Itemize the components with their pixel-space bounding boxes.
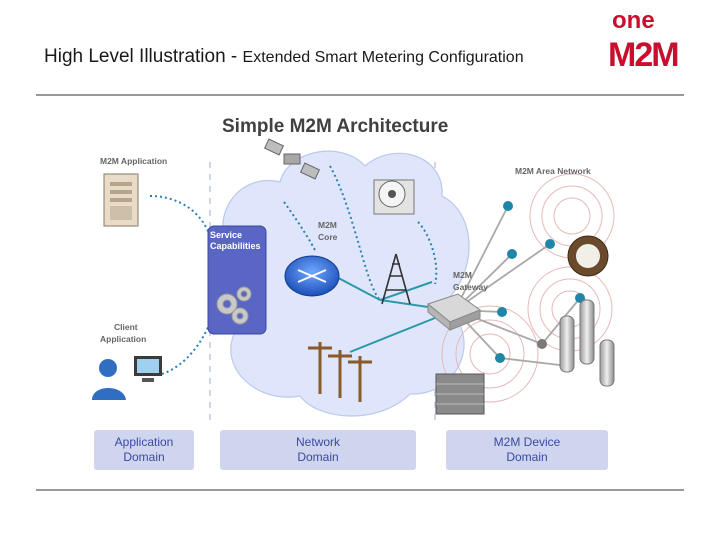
device-domain-box <box>446 430 608 470</box>
application-domain-line2: Domain <box>123 450 165 464</box>
network-domain-box <box>220 430 416 470</box>
logo-text-one: one <box>612 7 655 34</box>
label-area-network: M2M Area Network <box>515 166 591 176</box>
dotted-links <box>149 165 438 375</box>
utility-meter-icon <box>567 235 609 277</box>
label-core-line2: Core <box>318 232 338 242</box>
top-divider <box>36 94 684 96</box>
diagram-heading: Simple M2M Architecture <box>222 116 449 137</box>
satellite-dish-icon <box>373 179 415 215</box>
bottom-divider <box>36 489 684 491</box>
label-service-line2: Capabilities <box>210 241 261 251</box>
application-domain-label: Application Domain <box>94 435 194 465</box>
device-domain-line2: Domain <box>506 450 548 464</box>
label-m2m-application: M2M Application <box>100 156 168 166</box>
gas-cylinders-icon <box>559 299 615 387</box>
device-domain-label: M2M Device Domain <box>446 435 608 465</box>
label-client-line2: Application <box>100 334 147 344</box>
page-title: High Level Illustration - Extended Smart… <box>44 46 524 68</box>
label-gateway-line2: Gateway <box>453 282 488 292</box>
utility-poles-icon <box>308 342 372 402</box>
client-user-icon <box>92 356 162 400</box>
network-domain-label: Network Domain <box>220 435 416 465</box>
application-domain-box <box>94 430 194 470</box>
network-domain-line2: Domain <box>297 450 339 464</box>
network-domain-line1: Network <box>295 435 340 449</box>
storage-tank-icon <box>435 373 485 415</box>
label-gateway-line1: M2M <box>453 270 472 280</box>
cell-tower-icon <box>381 253 411 305</box>
application-server-icon <box>103 173 139 227</box>
title-part-main: High Level Illustration - <box>44 46 243 67</box>
architecture-diagram: Simple M2M Architecture M2M Application … <box>80 104 640 476</box>
satellite-icon <box>263 138 321 180</box>
title-part-sub: Extended Smart Metering Configuration <box>242 49 524 66</box>
label-client-line1: Client <box>114 322 138 332</box>
logo-text-m2m: M2M <box>608 36 678 72</box>
label-service-line1: Service <box>210 230 243 240</box>
gateway-device-icon <box>426 293 482 332</box>
router-icon <box>284 255 340 297</box>
application-domain-line1: Application <box>114 435 174 449</box>
gears-icon <box>216 286 252 325</box>
label-core-line1: M2M <box>318 220 337 230</box>
onem2m-logo: one M2M <box>608 6 702 74</box>
device-domain-line1: M2M Device <box>493 435 561 449</box>
